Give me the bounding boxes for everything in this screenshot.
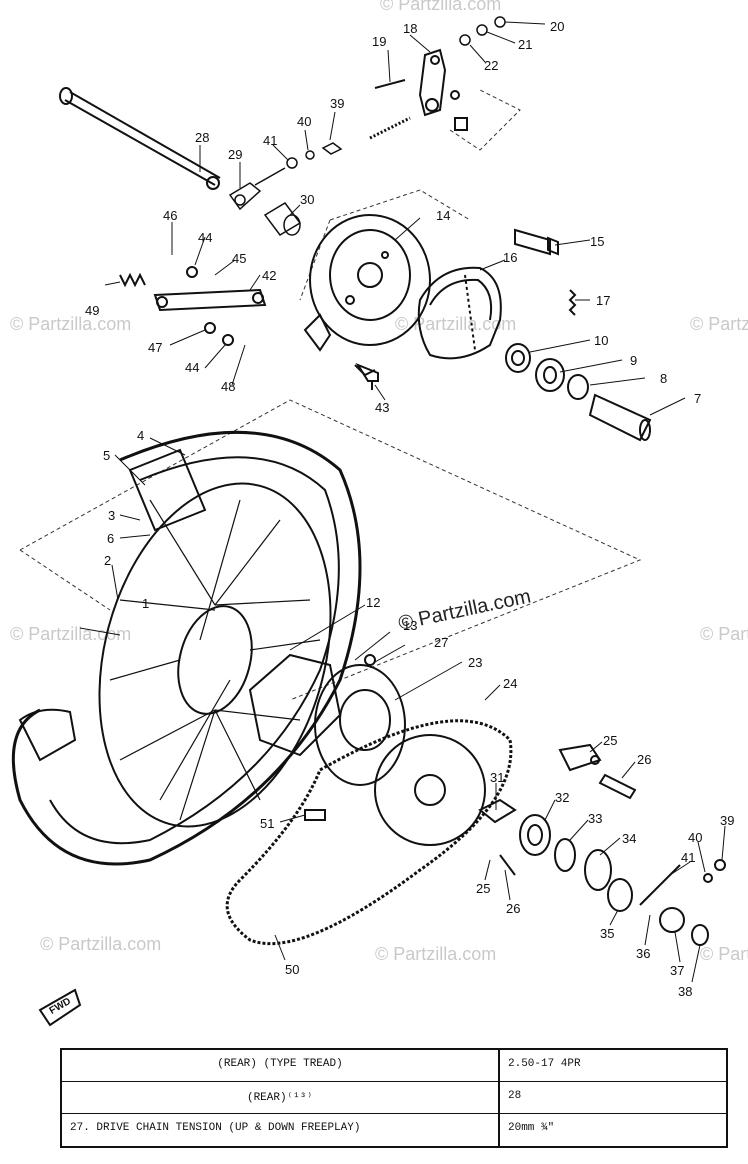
callout-23: 23 [468, 655, 482, 670]
callout-40: 40 [297, 114, 311, 129]
callout-4: 4 [137, 428, 144, 443]
callout-29: 29 [228, 147, 242, 162]
callout-27: 27 [434, 635, 448, 650]
watermark: © Partzilla.com [10, 314, 131, 334]
torque-link-hardware [228, 142, 343, 236]
callout-25: 25 [603, 733, 617, 748]
callout-6: 6 [107, 531, 114, 546]
rear-sprocket [374, 734, 486, 846]
watermark: © Partzilla.com [380, 0, 501, 14]
callout-38: 38 [678, 984, 692, 999]
callout-25b: 25 [476, 881, 490, 896]
spec-label: 27. DRIVE CHAIN TENSION (UP & DOWN FREEP… [62, 1114, 500, 1146]
callout-41: 41 [263, 133, 277, 148]
callout-47: 47 [148, 340, 162, 355]
watermark-layer: © Partzilla.com © Partzilla.com © Partzi… [10, 0, 748, 964]
watermark: © Partzilla.com [375, 944, 496, 964]
brake-shoes [417, 266, 502, 360]
nut-washer-set [459, 16, 506, 46]
callout-35: 35 [600, 926, 614, 941]
watermark: © Partzilla.com [395, 314, 516, 334]
brake-plate-bolt [355, 362, 379, 390]
spec-value: 28 [508, 1090, 522, 1102]
callout-43: 43 [375, 400, 389, 415]
callout-17: 17 [596, 293, 610, 308]
torque-rod [119, 266, 267, 346]
brake-cam-lever [369, 48, 468, 140]
spec-row: (REAR)⁽¹³⁾ 28 [62, 1082, 726, 1114]
callout-39b: 39 [720, 813, 734, 828]
fwd-label: FWD [48, 996, 73, 1017]
callout-26: 26 [637, 752, 651, 767]
brake-cam [514, 228, 559, 256]
callout-leaders [79, 21, 726, 983]
spec-value: 2.50-17 4PR [508, 1058, 581, 1070]
brake-shoe-plate [303, 214, 431, 377]
spec-row: 27. DRIVE CHAIN TENSION (UP & DOWN FREEP… [62, 1114, 726, 1146]
wheel-bearings-spacers [505, 343, 652, 442]
callout-14: 14 [436, 208, 450, 223]
callout-3: 3 [108, 508, 115, 523]
callout-12: 12 [366, 595, 380, 610]
callout-40b: 40 [688, 830, 702, 845]
callout-labels: 1 2 3 4 5 6 7 8 9 10 12 13 14 15 16 17 1… [85, 19, 734, 999]
rear-axle [59, 87, 221, 190]
callout-7: 7 [694, 391, 701, 406]
callout-28: 28 [195, 130, 209, 145]
callout-34: 34 [622, 831, 636, 846]
callout-44b: 44 [185, 360, 199, 375]
callout-45: 45 [232, 251, 246, 266]
callout-16: 16 [503, 250, 517, 265]
watermark: © Partzilla.com [10, 624, 131, 644]
callout-46: 46 [163, 208, 177, 223]
rear-wheel [11, 430, 362, 866]
callout-31: 31 [490, 770, 504, 785]
callout-18: 18 [403, 21, 417, 36]
callout-32: 32 [555, 790, 569, 805]
callout-42: 42 [262, 268, 276, 283]
watermark: © Partzilla.com [700, 624, 748, 644]
callout-9: 9 [630, 353, 637, 368]
watermark: © Partzilla.com [40, 934, 161, 954]
spec-value: 20mm ¾" [508, 1122, 555, 1134]
spec-row: (REAR) (TYPE TREAD) 2.50-17 4PR [62, 1050, 726, 1082]
callout-48: 48 [221, 379, 235, 394]
callout-50: 50 [285, 962, 299, 977]
callout-5: 5 [103, 448, 110, 463]
callout-37: 37 [670, 963, 684, 978]
callout-13: 13 [403, 618, 417, 633]
callout-10: 10 [594, 333, 608, 348]
callout-33: 33 [588, 811, 602, 826]
watermark: © Partzilla.com [700, 944, 748, 964]
callout-39: 39 [330, 96, 344, 111]
callout-26b: 26 [506, 901, 520, 916]
callout-8: 8 [660, 371, 667, 386]
callout-1: 1 [142, 596, 149, 611]
sprocket-hub [248, 653, 406, 786]
callout-49: 49 [85, 303, 99, 318]
callout-21: 21 [518, 37, 532, 52]
callout-30: 30 [300, 192, 314, 207]
callout-51: 51 [260, 816, 274, 831]
callout-2: 2 [104, 553, 111, 568]
callout-36: 36 [636, 946, 650, 961]
callout-19: 19 [372, 34, 386, 49]
callout-20: 20 [550, 19, 564, 34]
callout-15: 15 [590, 234, 604, 249]
spec-label: (REAR)⁽¹³⁾ [62, 1082, 500, 1113]
forward-arrow-icon: FWD [38, 988, 82, 1027]
return-spring [568, 289, 577, 316]
callout-24: 24 [503, 676, 517, 691]
callout-44: 44 [198, 230, 212, 245]
watermark: © Partzilla.com [690, 314, 748, 334]
callout-22: 22 [484, 58, 498, 73]
spec-label: (REAR) (TYPE TREAD) [62, 1050, 500, 1081]
spec-table: (REAR) (TYPE TREAD) 2.50-17 4PR (REAR)⁽¹… [60, 1048, 728, 1148]
callout-41b: 41 [681, 850, 695, 865]
drive-chain [225, 719, 513, 946]
